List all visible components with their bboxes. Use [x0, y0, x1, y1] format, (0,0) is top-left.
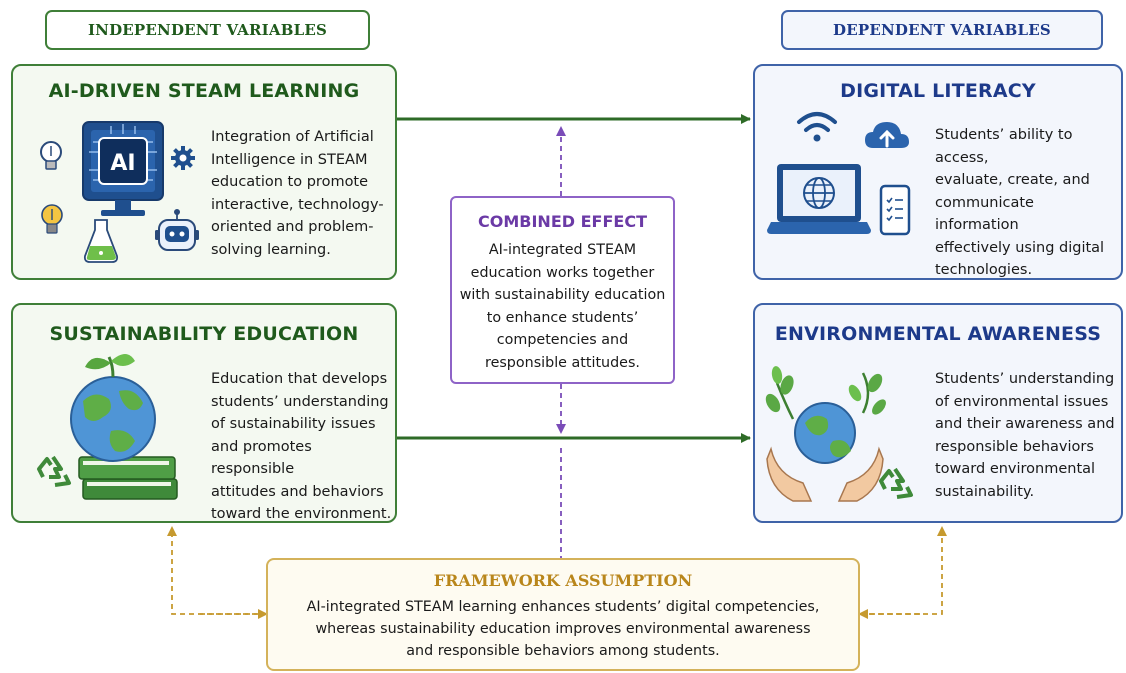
- card-title: DIGITAL LITERACY: [840, 80, 1036, 102]
- ai-steam-description: Integration of Artificial Intelligence i…: [211, 129, 384, 258]
- combined-effect-description: AI-integrated STEAM education works toge…: [459, 242, 666, 371]
- environmental-illustration: [765, 366, 913, 502]
- card-title: SUSTAINABILITY EDUCATION: [49, 323, 359, 345]
- digital-literacy-description: Students’ ability to access, evaluate, c…: [935, 127, 1105, 278]
- smartphone-checklist-icon: [879, 184, 911, 236]
- leaf-branch-icon: [765, 366, 886, 420]
- idea-bulb-icon: [41, 204, 63, 234]
- ai-steam-learning-card: AI-DRIVEN STEAM LEARNING AI: [11, 64, 397, 280]
- recycle-icon: [37, 455, 71, 487]
- independent-variables-header: INDEPENDENT VARIABLES: [45, 10, 370, 50]
- digital-literacy-card: DIGITAL LITERACY: [753, 64, 1123, 280]
- ai-monitor-icon: AI: [82, 121, 164, 216]
- recycle-icon: [879, 467, 913, 499]
- laptop-globe-icon: [767, 164, 871, 234]
- sustainability-illustration: [37, 354, 178, 500]
- flask-icon: [83, 219, 119, 263]
- combined-effect-title: COMBINED EFFECT: [478, 212, 647, 231]
- arrow-framework-to-environmental: [860, 526, 947, 615]
- wifi-icon: [797, 112, 837, 142]
- arrow-framework-to-sustainability: [167, 526, 266, 615]
- environmental-awareness-card: ENVIRONMENTAL AWARENESS Studen: [753, 303, 1123, 523]
- digital-literacy-illustration: [767, 112, 911, 236]
- lightbulb-icon: [40, 141, 62, 170]
- framework-assumption-title: FRAMEWORK ASSUMPTION: [433, 571, 693, 590]
- ai-steam-illustration: AI: [40, 121, 199, 263]
- sustainability-education-card: SUSTAINABILITY EDUCATION Education that …: [11, 303, 397, 523]
- robot-icon: [155, 209, 199, 251]
- gear-icon: [171, 146, 195, 170]
- card-title: AI-DRIVEN STEAM LEARNING: [48, 80, 360, 102]
- card-title: ENVIRONMENTAL AWARENESS: [774, 323, 1102, 345]
- dependent-variables-header: DEPENDENT VARIABLES: [781, 10, 1103, 50]
- framework-assumption-box: FRAMEWORK ASSUMPTION AI-integrated STEAM…: [266, 558, 860, 671]
- framework-assumption-description: AI-integrated STEAM learning enhances st…: [306, 599, 820, 659]
- sustainability-description: Education that develops students’ unders…: [211, 371, 392, 522]
- globe-plant-icon: [70, 354, 156, 462]
- combined-effect-box: COMBINED EFFECT AI-integrated STEAM educ…: [450, 196, 675, 384]
- hands-globe-icon: [766, 402, 884, 502]
- cloud-upload-icon: [865, 122, 909, 148]
- environmental-description: Students’ understanding of environmental…: [935, 371, 1115, 500]
- books-icon: [78, 456, 178, 500]
- ai-badge-text: AI: [110, 151, 135, 176]
